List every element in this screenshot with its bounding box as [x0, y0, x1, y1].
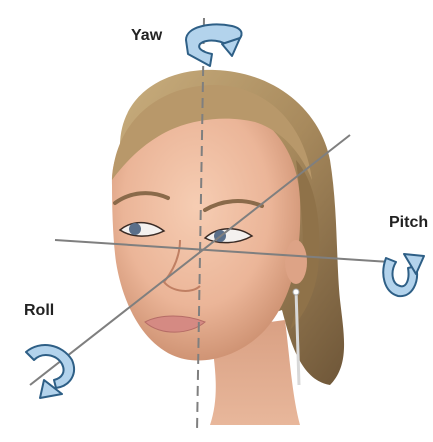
roll-label: Roll: [24, 303, 54, 319]
earring-stud: [293, 289, 299, 295]
roll-rotation-icon: [26, 345, 74, 398]
pitch-label: Pitch: [389, 215, 428, 231]
yaw-label: Yaw: [131, 28, 162, 44]
iris-left: [129, 223, 141, 235]
yaw-rotation-icon: [186, 25, 242, 66]
pitch-rotation-icon: [383, 254, 424, 296]
ear: [285, 240, 307, 284]
